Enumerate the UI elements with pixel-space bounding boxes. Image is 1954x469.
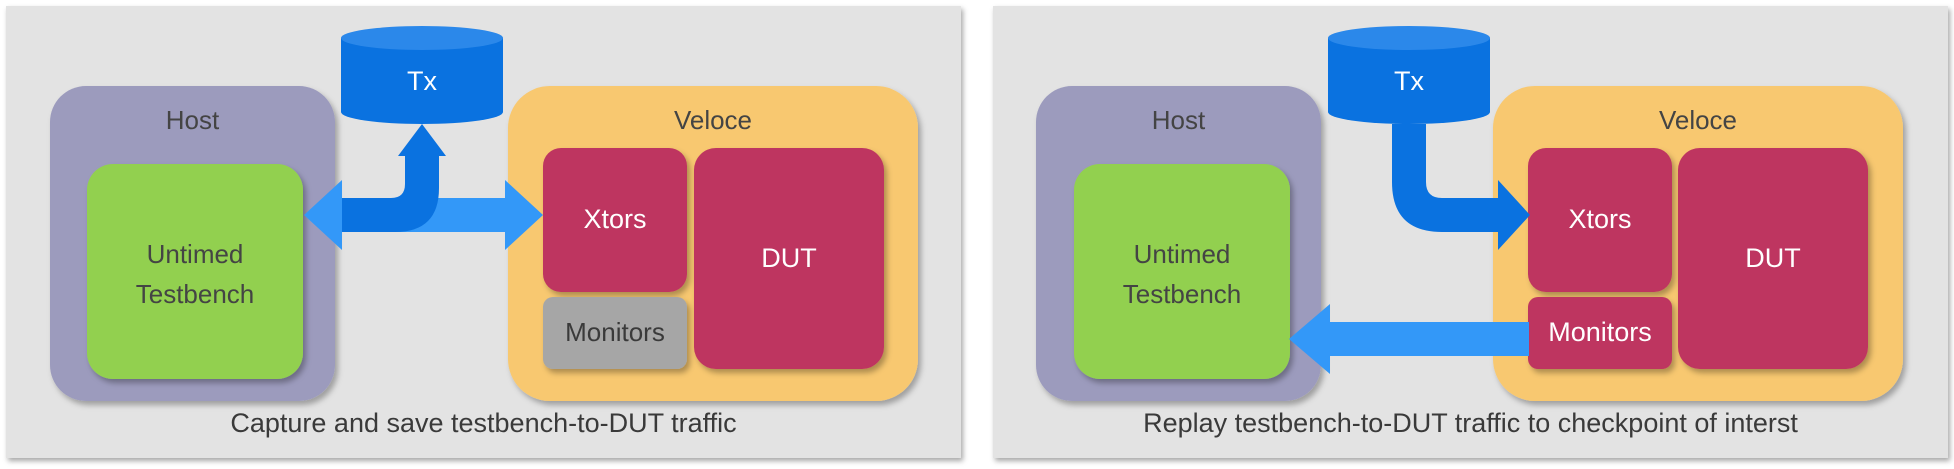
tx-database-icon: [341, 26, 503, 124]
testbench-label: Untimed Testbench: [1122, 239, 1242, 309]
monitors-label: Monitors: [1548, 317, 1652, 348]
host-label: Host: [1151, 105, 1206, 135]
replay-diagram: [1036, 26, 1903, 401]
capture-caption: Capture and save testbench-to-DUT traffi…: [230, 408, 737, 438]
monitors-box: [1528, 297, 1672, 369]
tx-database-icon: [1328, 26, 1490, 124]
dut-box: [1678, 148, 1868, 369]
testbench-label: Untimed Testbench: [135, 239, 255, 309]
dut-label: DUT: [1745, 242, 1801, 273]
replay-caption: Replay testbench-to-DUT traffic to check…: [1143, 408, 1798, 438]
xtors-box: [543, 148, 687, 292]
monitors-label: Monitors: [565, 317, 665, 347]
tx-label: Tx: [1394, 66, 1424, 97]
testbench-box: [87, 164, 303, 379]
testbench-box: [1074, 164, 1290, 379]
replay-panel: Host Veloce Untimed Testbench Xtors Moni…: [993, 6, 1948, 458]
veloce-label: Veloce: [1658, 105, 1738, 135]
veloce-label: Veloce: [673, 105, 753, 135]
capture-diagram: [50, 26, 918, 401]
host-label: Host: [165, 105, 220, 135]
tx-label: Tx: [407, 66, 437, 97]
capture-to-tx-arrow: [342, 124, 446, 232]
dut-label: DUT: [761, 242, 817, 273]
dut-box: [694, 148, 884, 369]
tx-to-xtors-arrow: [1392, 124, 1530, 250]
xtors-box: [1528, 148, 1672, 292]
monitors-box: [543, 297, 687, 369]
capture-panel: Host Veloce Untimed Testbench Xtors Moni…: [6, 6, 961, 458]
xtors-label: Xtors: [1568, 204, 1632, 235]
monitors-to-testbench-arrow: [1289, 304, 1529, 374]
xtors-label: Xtors: [583, 204, 647, 235]
